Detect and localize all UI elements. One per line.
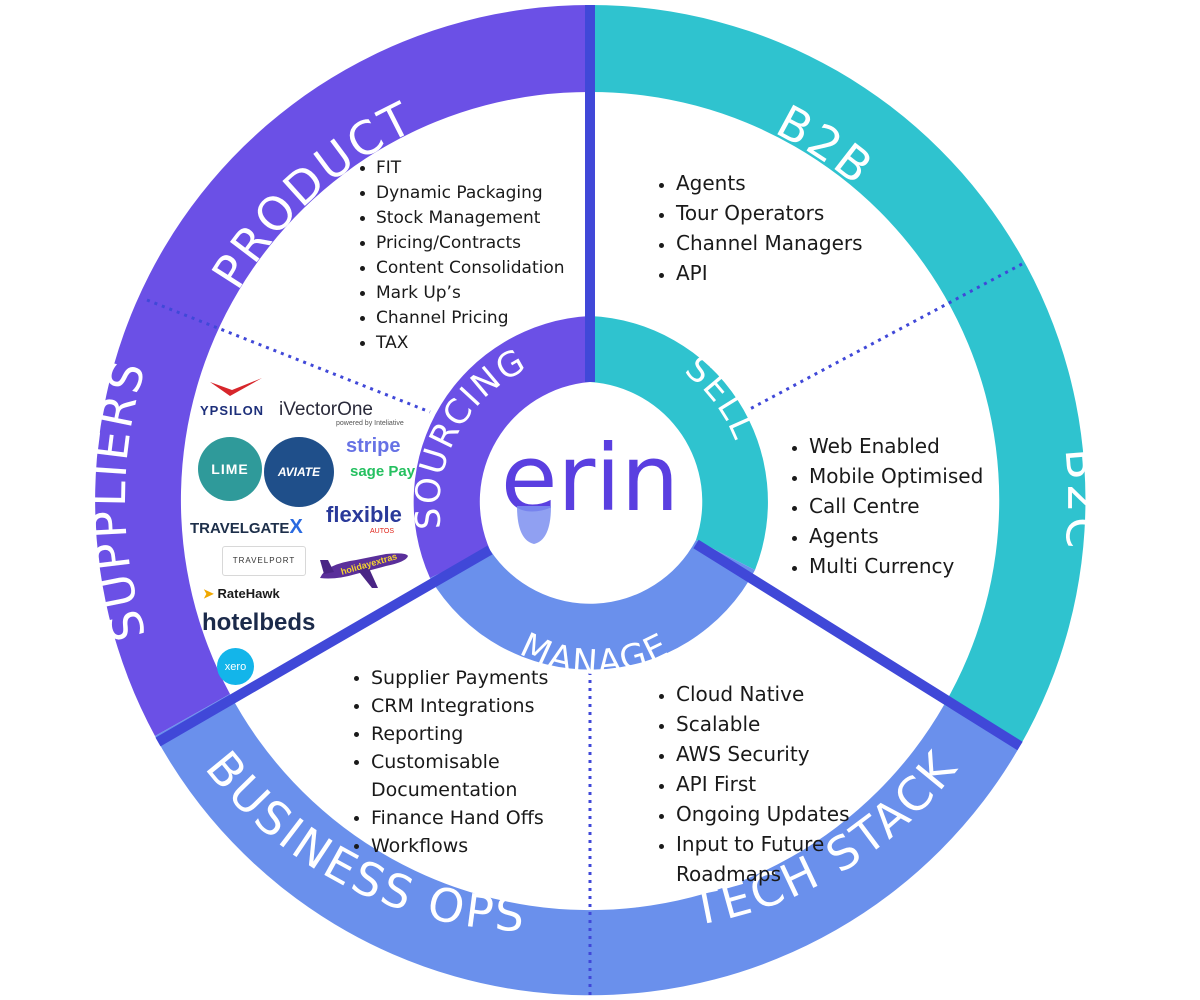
inner-ring-teal	[590, 316, 768, 570]
outer-ring-blue	[155, 694, 1020, 996]
list-item: Channel Pricing	[376, 306, 565, 331]
list-item: CRM Integrations	[371, 692, 571, 720]
travelgate-text: TRAVELGATE	[190, 520, 290, 537]
outer-ring-purple	[95, 5, 590, 736]
aviate-text: AVIATE	[277, 465, 321, 479]
travelgate-logo: TRAVELGATEX	[190, 517, 303, 537]
list-item: Content Consolidation	[376, 256, 565, 281]
b2c-list: Web Enabled Mobile Optimised Call Centre…	[785, 431, 983, 581]
stripe-logo: stripe	[346, 435, 401, 457]
b2b-list: Agents Tour Operators Channel Managers A…	[652, 168, 863, 288]
list-item: Ongoing Updates	[676, 799, 906, 829]
checkmark-icon	[210, 378, 262, 396]
lime-text: LIME	[211, 461, 249, 477]
list-item: Mark Up’s	[376, 281, 565, 306]
b2c-label: B2C	[1054, 446, 1111, 554]
ypsilon-logo: YPSILON	[200, 403, 265, 418]
outer-ring-teal	[590, 4, 1086, 746]
tech-stack-list: Cloud Native Scalable AWS Security API F…	[652, 679, 906, 889]
list-item: Stock Management	[376, 206, 565, 231]
list-item: FIT	[376, 156, 565, 181]
hotelbeds-logo: hotelbeds	[202, 609, 316, 636]
travelport-text: TRAVELPORT	[232, 556, 296, 565]
list-item: Finance Hand Offs	[371, 804, 571, 832]
list-item: Channel Managers	[676, 228, 863, 258]
list-item: Customisable Documentation	[371, 748, 521, 804]
erin-logo: erin	[501, 425, 679, 544]
lime-logo: LIME	[198, 437, 262, 501]
dotted-divider-b2c	[747, 262, 1023, 412]
business-ops-list: Supplier Payments CRM Integrations Repor…	[347, 664, 571, 860]
dotted-divider-suppliers	[146, 298, 431, 414]
product-list: FIT Dynamic Packaging Stock Management P…	[352, 156, 565, 356]
list-item: Agents	[809, 521, 983, 551]
flexible-sub: AUTOS	[370, 528, 394, 535]
divider-left	[155, 545, 493, 747]
list-item: Dynamic Packaging	[376, 181, 565, 206]
inner-ring-purple	[413, 316, 590, 578]
list-item: API First	[676, 769, 906, 799]
airplane-icon	[320, 553, 408, 588]
inner-ring-blue	[430, 540, 755, 670]
list-item: Reporting	[371, 720, 571, 748]
divider-right	[693, 539, 1023, 751]
list-item: Cloud Native	[676, 679, 906, 709]
location-pin-icon	[517, 506, 551, 544]
list-item: AWS Security	[676, 739, 906, 769]
list-item: Scalable	[676, 709, 906, 739]
list-item: Tour Operators	[676, 198, 863, 228]
flexible-logo: flexible	[326, 502, 402, 527]
list-item: API	[676, 258, 863, 288]
list-item: TAX	[376, 331, 565, 356]
xero-logo: xero	[217, 648, 254, 685]
ivector-logo: iVectorOne	[279, 399, 373, 420]
list-item: Call Centre	[809, 491, 983, 521]
ratehawk-logo: ➤ RateHawk	[203, 587, 280, 600]
ratehawk-text: RateHawk	[217, 586, 280, 601]
list-item: Agents	[676, 168, 863, 198]
aviate-logo: AVIATE	[264, 437, 334, 507]
xero-text: xero	[224, 660, 247, 673]
list-item: Mobile Optimised	[809, 461, 983, 491]
list-item: Pricing/Contracts	[376, 231, 565, 256]
list-item: Input to Future Roadmaps	[676, 829, 846, 889]
list-item: Multi Currency	[809, 551, 983, 581]
list-item: Web Enabled	[809, 431, 983, 461]
list-item: Workflows	[371, 832, 571, 860]
travelgate-x: X	[289, 516, 303, 538]
list-item: Supplier Payments	[371, 664, 571, 692]
travelport-logo: TRAVELPORT	[222, 546, 306, 576]
hawk-icon: ➤	[203, 586, 214, 601]
ivector-sub: powered by Inteliative	[336, 420, 404, 427]
sagepay-logo: sage Pay	[350, 463, 416, 480]
